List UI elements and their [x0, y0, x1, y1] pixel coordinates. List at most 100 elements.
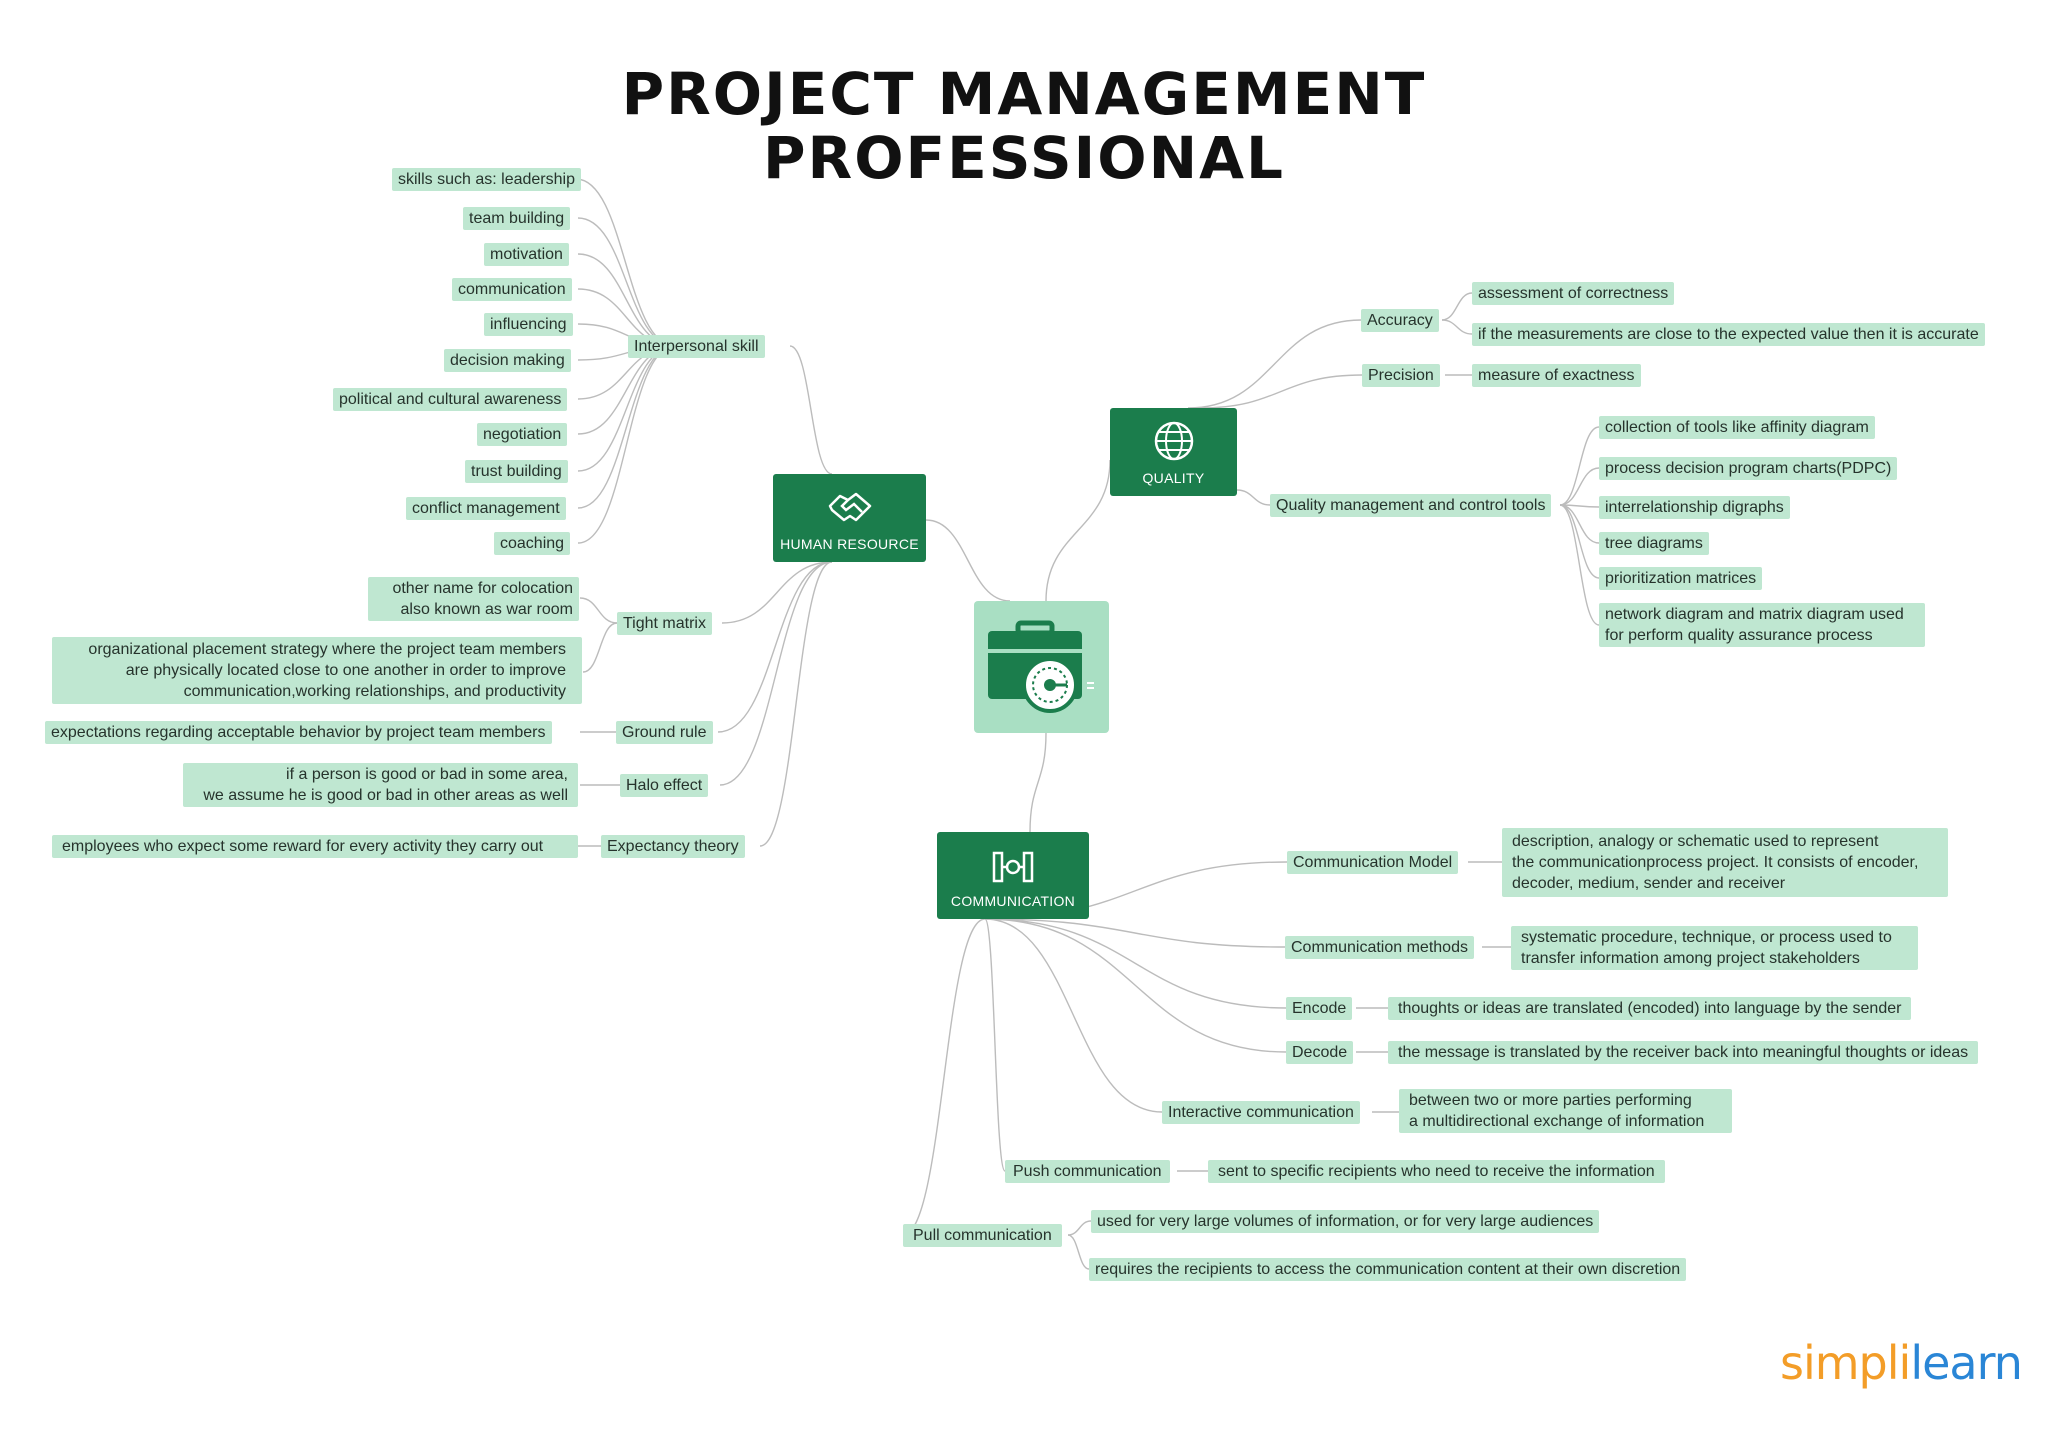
- text-line: a multidirectional exchange of informati…: [1409, 1113, 1705, 1130]
- text-line: we assume he is good or bad in other are…: [203, 787, 568, 804]
- text-line: transfer information among project stake…: [1521, 950, 1860, 967]
- simplilearn-logo: simplilearn: [1780, 1336, 2023, 1390]
- interpersonal-item[interactable]: political and cultural awareness: [333, 388, 568, 411]
- expectancy-theory-node[interactable]: Expectancy theory: [601, 835, 745, 858]
- precision-item[interactable]: measure of exactness: [1472, 364, 1641, 387]
- title-line-2: PROFESSIONAL: [763, 124, 1285, 192]
- encode-node[interactable]: Encode: [1286, 997, 1353, 1020]
- interpersonal-item[interactable]: team building: [463, 207, 571, 230]
- quality-tools-item[interactable]: interrelationship digraphs: [1599, 496, 1790, 519]
- text-line: organizational placement strategy where …: [88, 641, 566, 658]
- communication-model-desc[interactable]: description, analogy or schematic used t…: [1502, 828, 1948, 897]
- text-line: systematic procedure, technique, or proc…: [1521, 929, 1892, 946]
- connector: [984, 918, 1287, 1053]
- communication-model-node[interactable]: Communication Model: [1287, 851, 1459, 874]
- connector: [1559, 504, 1600, 626]
- connector: [577, 345, 676, 544]
- connector: [582, 622, 618, 673]
- connector: [902, 918, 986, 1236]
- connector: [984, 918, 1163, 1113]
- connector: [577, 345, 676, 472]
- center-node: [974, 601, 1109, 733]
- communication-methods-desc[interactable]: systematic procedure, technique, or proc…: [1511, 926, 1918, 970]
- quality-tools-item[interactable]: prioritization matrices: [1599, 567, 1763, 590]
- quality-tools-node[interactable]: Quality management and control tools: [1270, 494, 1552, 517]
- ground-rule-desc[interactable]: expectations regarding acceptable behavi…: [45, 721, 552, 744]
- connector: [1067, 1220, 1092, 1236]
- quality-tools-item[interactable]: tree diagrams: [1599, 532, 1709, 555]
- pull-communication-item[interactable]: requires the recipients to access the co…: [1089, 1258, 1687, 1281]
- halo-effect-desc[interactable]: if a person is good or bad in some area,…: [183, 763, 578, 807]
- hub-quality[interactable]: QUALITY: [1110, 408, 1237, 496]
- connector: [719, 561, 833, 786]
- interpersonal-item[interactable]: conflict management: [406, 497, 566, 520]
- interactive-communication-desc[interactable]: between two or more parties performing a…: [1399, 1089, 1732, 1133]
- hub-label: QUALITY: [1142, 470, 1205, 486]
- connector: [1441, 319, 1473, 335]
- interactive-communication-node[interactable]: Interactive communication: [1162, 1101, 1360, 1124]
- page-title: PROJECT MANAGEMENT PROFESSIONAL: [0, 62, 2048, 190]
- quality-tools-item[interactable]: network diagram and matrix diagram used …: [1599, 603, 1925, 647]
- interpersonal-item[interactable]: skills such as: leadership: [392, 168, 581, 191]
- quality-tools-item[interactable]: process decision program charts(PDPC): [1599, 457, 1898, 480]
- accuracy-node[interactable]: Accuracy: [1361, 309, 1439, 332]
- interpersonal-item[interactable]: coaching: [494, 532, 571, 555]
- text-line: decoder, medium, sender and receiver: [1512, 875, 1786, 892]
- connector: [577, 217, 676, 347]
- push-communication-node[interactable]: Push communication: [1005, 1160, 1170, 1183]
- interpersonal-item[interactable]: negotiation: [477, 423, 568, 446]
- decode-node[interactable]: Decode: [1286, 1041, 1354, 1064]
- connector: [579, 597, 618, 624]
- pull-communication-node[interactable]: Pull communication: [903, 1224, 1062, 1247]
- hub-human-resource[interactable]: HUMAN RESOURCE: [773, 474, 926, 562]
- connector: [1559, 504, 1600, 579]
- interpersonal-item[interactable]: communication: [452, 278, 572, 301]
- connector: [984, 918, 1287, 1009]
- connector: [577, 345, 676, 509]
- text-line: for perform quality assurance process: [1605, 627, 1873, 644]
- quality-tools-item[interactable]: collection of tools like affinity diagra…: [1599, 416, 1875, 439]
- text-line: between two or more parties performing: [1409, 1092, 1692, 1109]
- expectancy-theory-desc[interactable]: employees who expect some reward for eve…: [52, 835, 578, 858]
- interpersonal-skill-node[interactable]: Interpersonal skill: [628, 335, 765, 358]
- text-line: if a person is good or bad in some area,: [286, 766, 568, 783]
- hub-label: COMMUNICATION: [950, 893, 1076, 909]
- tight-matrix-item[interactable]: other name for colocation also known as …: [368, 577, 579, 621]
- halo-effect-node[interactable]: Halo effect: [620, 774, 709, 797]
- connector: [984, 918, 1006, 1172]
- connector: [1236, 489, 1271, 506]
- interpersonal-item[interactable]: decision making: [444, 349, 571, 372]
- connector: [1187, 319, 1362, 409]
- tight-matrix-node[interactable]: Tight matrix: [617, 612, 712, 635]
- interpersonal-item[interactable]: trust building: [465, 460, 568, 483]
- connector: [1441, 292, 1473, 321]
- encode-desc[interactable]: thoughts or ideas are translated (encode…: [1388, 997, 1912, 1020]
- ground-rule-node[interactable]: Ground rule: [616, 721, 713, 744]
- title-line-1: PROJECT MANAGEMENT: [621, 60, 1427, 128]
- connector: [1559, 467, 1600, 506]
- text-line: also known as war room: [400, 601, 573, 618]
- precision-node[interactable]: Precision: [1362, 364, 1440, 387]
- hub-communication[interactable]: COMMUNICATION: [937, 832, 1089, 919]
- interpersonal-item[interactable]: influencing: [484, 313, 573, 336]
- text-line: description, analogy or schematic used t…: [1512, 833, 1879, 850]
- decode-desc[interactable]: the message is translated by the receive…: [1388, 1041, 1979, 1064]
- connector: [721, 561, 833, 624]
- connector: [1559, 504, 1600, 544]
- text-line: other name for colocation: [392, 580, 573, 597]
- accuracy-item[interactable]: assessment of correctness: [1472, 282, 1675, 305]
- tight-matrix-item[interactable]: organizational placement strategy where …: [52, 637, 582, 704]
- connector: [789, 345, 833, 475]
- push-communication-desc[interactable]: sent to specific recipients who need to …: [1208, 1160, 1665, 1183]
- globe-icon: [1154, 421, 1193, 461]
- communication-methods-node[interactable]: Communication methods: [1285, 936, 1474, 959]
- connector: [1559, 426, 1600, 506]
- connector: [925, 519, 1011, 602]
- interpersonal-item[interactable]: motivation: [484, 243, 569, 266]
- pull-communication-item[interactable]: used for very large volumes of informati…: [1091, 1210, 1600, 1233]
- connector: [575, 178, 676, 347]
- logo-part-1: simpl: [1780, 1336, 1900, 1390]
- text-line: network diagram and matrix diagram used: [1605, 606, 1904, 623]
- accuracy-item[interactable]: if the measurements are close to the exp…: [1472, 323, 1985, 346]
- text-line: are physically located close to one anot…: [125, 662, 566, 679]
